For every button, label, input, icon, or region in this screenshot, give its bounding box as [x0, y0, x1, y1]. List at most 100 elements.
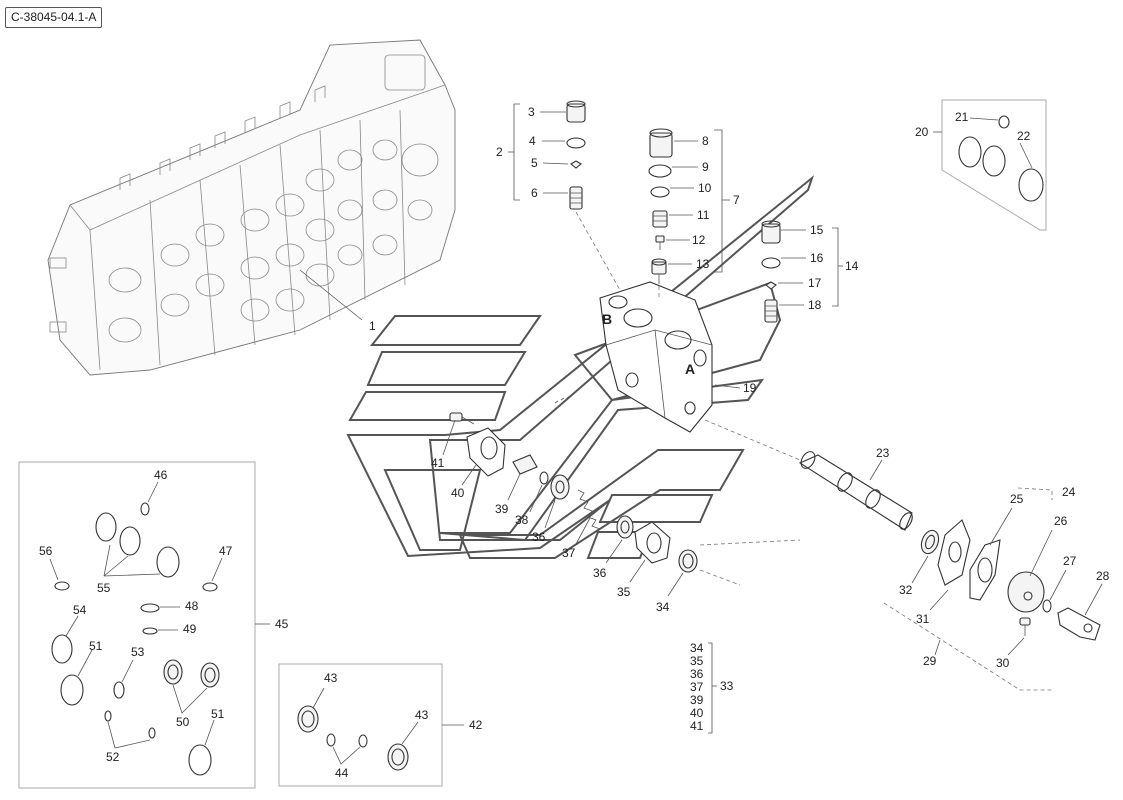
callout-45: 45 — [275, 617, 289, 631]
o-ring-44b — [358, 734, 368, 748]
seal-43a — [297, 705, 319, 733]
callout-39: 39 — [495, 502, 509, 516]
callout-38: 38 — [515, 513, 529, 527]
o-ring-52b — [148, 727, 156, 739]
kit-33-item-37: 37 — [690, 680, 704, 694]
callout-16: 16 — [810, 251, 824, 265]
callout-27: 27 — [1063, 554, 1077, 568]
kit-outline-shapes — [346, 175, 815, 559]
o-ring-9 — [648, 164, 672, 178]
callout-53: 53 — [131, 645, 145, 659]
valve-section-block: B A — [599, 281, 713, 433]
callout-56: 56 — [39, 544, 53, 558]
callout-5: 5 — [531, 156, 538, 170]
callout-47: 47 — [219, 544, 233, 558]
spring-37 — [577, 489, 601, 530]
o-ring-4 — [566, 137, 586, 149]
callout-18: 18 — [808, 298, 822, 312]
bolt-41 — [449, 412, 475, 425]
seal-34 — [678, 549, 698, 573]
callout-36a: 36 — [532, 530, 546, 544]
relief-valve-8 — [649, 128, 673, 158]
callout-50: 50 — [176, 715, 190, 729]
washer-36a — [550, 474, 570, 500]
callout-12: 12 — [692, 233, 706, 247]
seal-32 — [920, 529, 940, 555]
callout-41: 41 — [431, 456, 445, 470]
callout-49: 49 — [183, 622, 197, 636]
spool-23 — [798, 451, 913, 531]
poppet-12 — [655, 235, 665, 250]
plate-31 — [937, 519, 971, 586]
washer-36b — [616, 515, 634, 539]
screw-30 — [1019, 617, 1031, 636]
kit-33-item-39: 39 — [690, 693, 704, 707]
callout-36b: 36 — [593, 566, 607, 580]
callout-17: 17 — [808, 276, 822, 290]
ball-17 — [765, 281, 777, 290]
callout-37: 37 — [562, 546, 576, 560]
callout-20: 20 — [915, 125, 929, 139]
seal-kit-20-box — [941, 99, 1047, 231]
plug-3 — [566, 100, 586, 123]
o-ring-38 — [539, 471, 549, 485]
seal-55b — [119, 526, 141, 556]
spring-6 — [569, 186, 583, 210]
callout-7: 7 — [733, 193, 740, 207]
callout-30: 30 — [996, 656, 1010, 670]
callout-33: 33 — [720, 679, 734, 693]
callout-35: 35 — [617, 585, 631, 599]
control-valve-bank — [47, 39, 456, 376]
seal-50a — [163, 659, 183, 685]
callout-3: 3 — [528, 105, 535, 119]
o-ring-16 — [761, 257, 781, 269]
callout-9: 9 — [702, 160, 709, 174]
seal-54 — [51, 634, 73, 664]
o-ring-48 — [140, 603, 160, 613]
port-a-label: A — [685, 361, 695, 377]
kit-33-item-41: 41 — [690, 719, 704, 733]
o-ring-46 — [140, 502, 150, 516]
callout-24: 24 — [1062, 485, 1076, 499]
o-ring-44a — [326, 733, 336, 747]
o-ring-27 — [1042, 599, 1052, 613]
seal-22b — [982, 145, 1006, 177]
callout-19: 19 — [743, 381, 757, 395]
port-b-label: B — [602, 311, 612, 327]
callout-10: 10 — [698, 181, 712, 195]
o-ring-56 — [54, 581, 70, 591]
seal-43b — [387, 743, 409, 771]
kit-33-item-40: 40 — [690, 706, 704, 720]
cone-39 — [512, 454, 538, 475]
callout-40: 40 — [451, 486, 465, 500]
kit-33-list: 34 35 36 37 39 40 41 33 — [690, 641, 734, 734]
seal-55a — [95, 512, 117, 542]
o-ring-52a — [104, 710, 112, 722]
callout-31: 31 — [916, 612, 930, 626]
callout-6: 6 — [531, 186, 538, 200]
callout-4: 4 — [529, 134, 536, 148]
callout-34: 34 — [656, 600, 670, 614]
seal-51a — [60, 674, 84, 706]
callout-43a: 43 — [324, 671, 338, 685]
flange-25 — [969, 539, 1001, 601]
kit-33-item-34: 34 — [690, 641, 704, 655]
seat-13 — [651, 258, 667, 284]
callout-13: 13 — [696, 257, 710, 271]
callout-22: 22 — [1017, 129, 1031, 143]
spring-18 — [764, 299, 778, 323]
callout-15: 15 — [810, 223, 824, 237]
flange-40 — [466, 427, 506, 477]
seal-22a — [958, 136, 982, 168]
callout-14: 14 — [845, 259, 859, 273]
o-ring-49 — [142, 627, 158, 635]
callout-8: 8 — [702, 134, 709, 148]
callout-11: 11 — [697, 208, 710, 222]
callout-48: 48 — [185, 599, 199, 613]
callout-32: 32 — [899, 583, 913, 597]
kit-33-item-35: 35 — [690, 654, 704, 668]
o-ring-47 — [202, 582, 218, 592]
callout-55: 55 — [97, 581, 111, 595]
o-ring-10 — [650, 186, 670, 198]
